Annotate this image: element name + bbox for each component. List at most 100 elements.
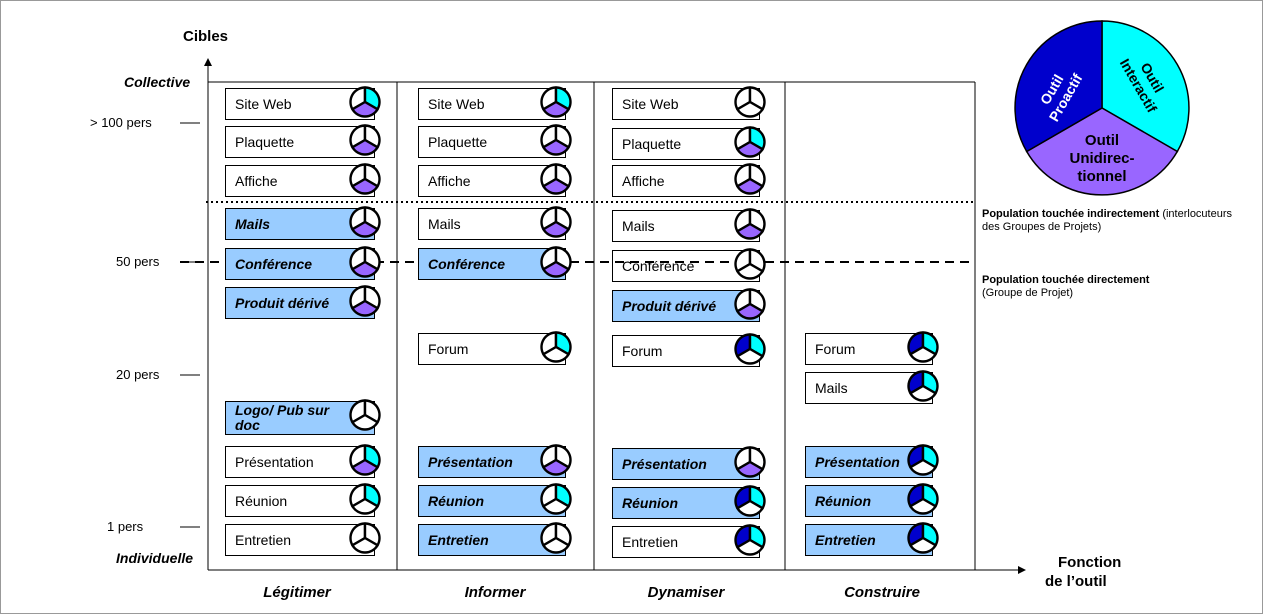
tool-pie-icon (734, 126, 766, 158)
tool-pie-icon (540, 163, 572, 195)
pie-slice-unidirectionnel (351, 138, 379, 156)
tool-pie-icon (349, 522, 381, 554)
pie-slice-unidirectionnel (351, 413, 379, 431)
tool-pie-icon (734, 333, 766, 365)
zone-direct-rest: (Groupe de Projet) (982, 287, 1074, 299)
tool-pie-icon (734, 208, 766, 240)
tool-pie-icon (907, 444, 939, 476)
pie-slice-unidirectionnel (736, 302, 764, 320)
pie-slice-unidirectionnel (736, 262, 764, 280)
pie-slice-unidirectionnel (542, 497, 570, 515)
pie-slice-unidirectionnel (542, 260, 570, 278)
tool-pie-icon (349, 206, 381, 238)
tool-pie-icon (540, 124, 572, 156)
tool-pie-icon (907, 522, 939, 554)
pie-slice-unidirectionnel (736, 499, 764, 517)
pie-slice-unidirectionnel (736, 347, 764, 365)
column-label-legitimer: Légitimer (263, 584, 331, 601)
pie-slice-unidirectionnel (909, 536, 937, 554)
y-axis-title: Cibles (183, 28, 229, 45)
pie-slice-unidirectionnel (542, 138, 570, 156)
legend-slice-unidirectionnel (1025, 107, 1179, 196)
tool-pie-icon (349, 285, 381, 317)
zone-direct-note: Population touchée directement (Groupe d… (982, 274, 1252, 300)
pie-slice-unidirectionnel (736, 538, 764, 556)
tool-pie-icon (734, 524, 766, 556)
pie-slice-unidirectionnel (542, 536, 570, 554)
tool-pie-icon (349, 163, 381, 195)
tool-pie-icon (540, 86, 572, 118)
tool-pie-icon (349, 399, 381, 431)
x-axis-arrow (1018, 566, 1026, 574)
tool-pie-icon (734, 86, 766, 118)
legend-slice-proactif (1014, 20, 1103, 153)
pie-slice-unidirectionnel (351, 100, 379, 118)
column-label-informer: Informer (464, 584, 526, 601)
pie-slice-unidirectionnel (542, 177, 570, 195)
y-tick-label: > 100 pers (90, 115, 152, 130)
tool-pie-icon (540, 331, 572, 363)
level-individuelle: Individuelle (116, 550, 194, 566)
pie-slice-unidirectionnel (542, 100, 570, 118)
tool-pie-icon (734, 248, 766, 280)
tool-box-legitimer: Conférence (225, 248, 375, 280)
tool-pie-icon (349, 444, 381, 476)
level-collective: Collective (124, 74, 191, 90)
y-tick-label: 20 pers (116, 367, 160, 382)
tool-pie-icon (907, 370, 939, 402)
tool-box-legitimer: Logo/ Pub sur doc (225, 401, 375, 435)
pie-slice-unidirectionnel (542, 345, 570, 363)
tool-box-construire: Entretien (805, 524, 933, 556)
pie-slice-unidirectionnel (909, 497, 937, 515)
x-axis-title-line1: Fonction (1058, 554, 1122, 571)
column-label-dynamiser: Dynamiser (647, 584, 725, 601)
zone-indirect-note: Population touchée indirectement (interl… (982, 208, 1252, 234)
pie-slice-unidirectionnel (736, 100, 764, 118)
tool-pie-icon (734, 288, 766, 320)
x-axis-title-line2: de l’outil (1045, 573, 1107, 590)
pie-slice-unidirectionnel (736, 222, 764, 240)
pie-slice-unidirectionnel (909, 458, 937, 476)
pie-slice-unidirectionnel (351, 177, 379, 195)
tool-pie-icon (540, 522, 572, 554)
tool-pie-icon (540, 483, 572, 515)
pie-slice-unidirectionnel (542, 220, 570, 238)
tool-pie-icon (734, 485, 766, 517)
pie-slice-unidirectionnel (351, 220, 379, 238)
zone-indirect-rest: (interlocuteurs des Groupes de Projets) (982, 208, 1233, 233)
tool-pie-icon (540, 246, 572, 278)
tool-pie-icon (349, 246, 381, 278)
column-label-construire: Construire (844, 584, 920, 601)
zone-direct-bold: Population touchée directement (982, 274, 1150, 286)
pie-slice-unidirectionnel (351, 260, 379, 278)
pie-slice-unidirectionnel (909, 345, 937, 363)
pie-slice-unidirectionnel (736, 140, 764, 158)
pie-slice-unidirectionnel (351, 497, 379, 515)
pie-slice-unidirectionnel (909, 384, 937, 402)
tool-pie-icon (540, 206, 572, 238)
y-tick-label: 50 pers (116, 254, 160, 269)
tool-pie-icon (734, 446, 766, 478)
tool-pie-icon (734, 163, 766, 195)
tool-pie-icon (540, 444, 572, 476)
y-axis-arrow (204, 58, 212, 66)
tool-pie-icon (349, 124, 381, 156)
tool-box-dynamiser: Réunion (612, 487, 760, 519)
y-tick-label: 1 pers (107, 519, 144, 534)
tool-pie-icon (349, 86, 381, 118)
pie-slice-unidirectionnel (542, 458, 570, 476)
tool-pie-icon (907, 331, 939, 363)
pie-slice-unidirectionnel (736, 460, 764, 478)
legend-slice-interactif (1101, 20, 1190, 153)
pie-slice-unidirectionnel (736, 177, 764, 195)
tool-pie-icon (349, 483, 381, 515)
pie-slice-unidirectionnel (351, 536, 379, 554)
zone-indirect-bold: Population touchée indirectement (982, 208, 1160, 220)
tool-box-informer: Entretien (418, 524, 566, 556)
pie-slice-unidirectionnel (351, 458, 379, 476)
tool-pie-icon (907, 483, 939, 515)
